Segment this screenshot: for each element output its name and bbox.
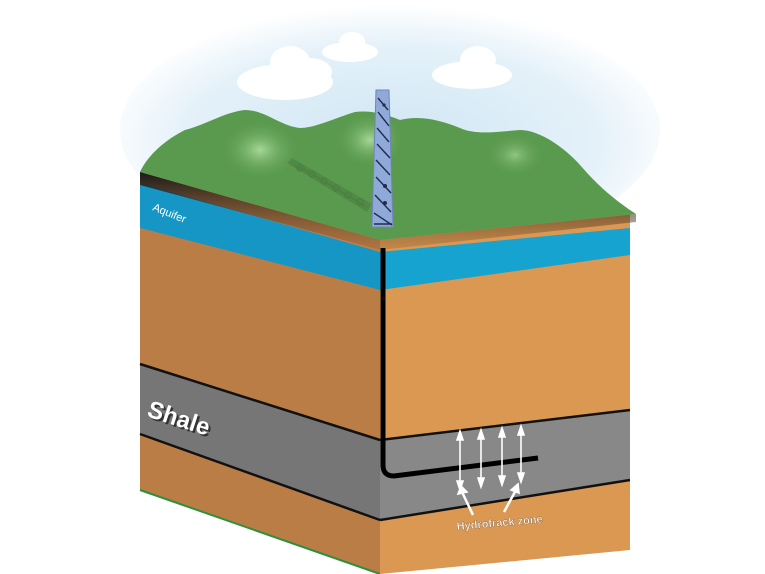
fracture-arrow-icon [455, 428, 465, 493]
cloud-icon [432, 46, 512, 89]
rig-shadow [287, 158, 372, 212]
aquifer-layer-left [140, 183, 380, 290]
shale-layer-right [380, 410, 630, 520]
fracture-arrow-icon [497, 425, 507, 488]
cloud-icon [237, 46, 333, 100]
surface-shadow [140, 172, 636, 250]
cloud-icon [322, 32, 378, 62]
fracture-arrow-icon [516, 423, 526, 485]
right-face [379, 212, 631, 574]
fracture-arrows [455, 423, 526, 516]
aquifer-layer-right [380, 228, 630, 290]
wellbore [380, 248, 539, 479]
clouds [237, 32, 512, 100]
left-face [139, 172, 381, 574]
drilling-rig-tower-icon [371, 89, 394, 228]
fracture-arrow-icon [476, 427, 486, 490]
shale-layer-left [140, 364, 380, 520]
